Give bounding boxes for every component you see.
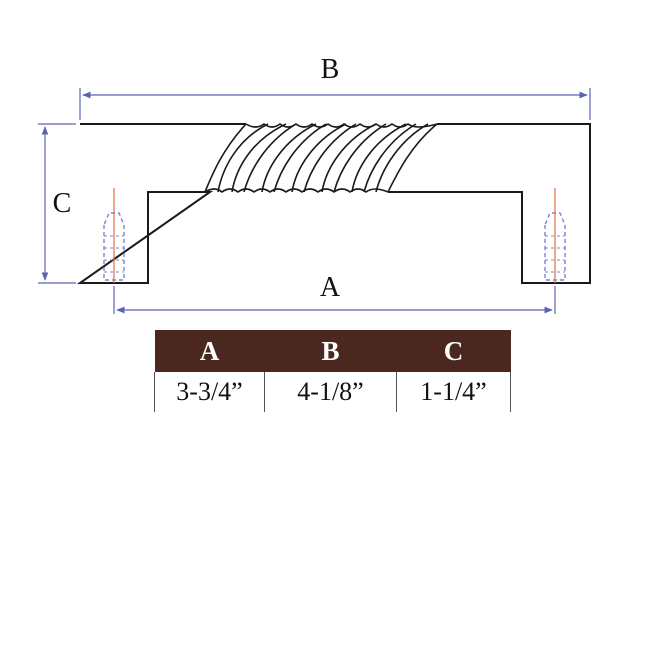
table-header-a: A [154,330,265,372]
dimension-b [79,88,591,120]
left-screw-hole [103,188,125,283]
right-screw-hole [544,188,566,283]
dimension-table: A B C 3-3/4” 4-1/8” 1-1/4” [154,330,511,412]
twisted-grip [204,123,438,194]
handle-outline [76,123,591,284]
dimension-c [38,123,76,284]
table-cell-b: 4-1/8” [264,372,397,412]
handle-dimension-diagram: B C A [38,54,591,314]
table-cell-c: 1-1/4” [396,372,511,412]
table-header-row: A B C [154,330,511,372]
table-row: 3-3/4” 4-1/8” 1-1/4” [154,372,511,412]
table-header-c: C [396,330,511,372]
table-header-b: B [264,330,397,372]
table-cell-a: 3-3/4” [154,372,265,412]
dimension-a [113,286,556,314]
dimension-b-label: B [321,54,340,85]
dimension-a-label: A [320,272,341,303]
dimension-c-label: C [53,188,72,219]
